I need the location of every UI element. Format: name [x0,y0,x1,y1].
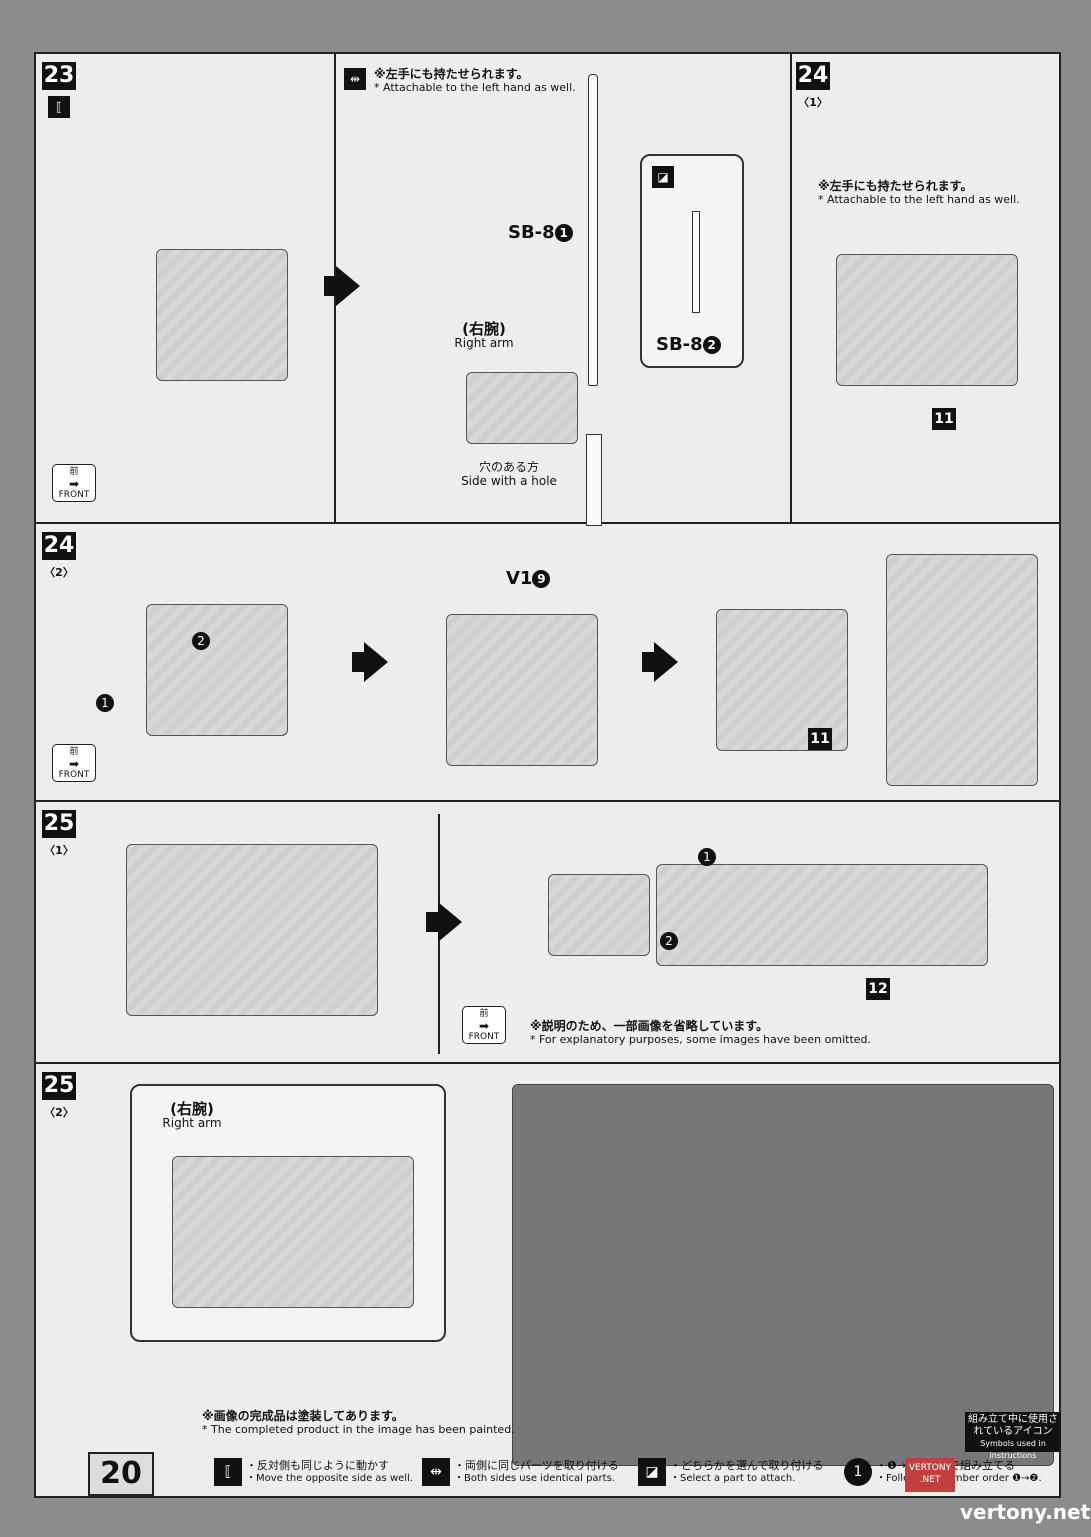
right-arm-label: (右腕) Right arm [454,320,514,351]
head-illustration [548,874,650,956]
next-arrow-icon [336,266,360,306]
front-arrow-icon: ➡ [68,477,80,491]
shoulder-removal-illustration [146,604,288,736]
alt-blade-icon [692,211,700,313]
legend-opposite-side: ⟦ ・反対側も同じように動かす ・Move the opposite side … [214,1452,413,1492]
order-number: 1 [96,694,114,712]
gundam-upper-body-illustration [126,844,378,1016]
gundam-shoulder-illustration [156,249,288,381]
step-25-1-panel [36,802,1059,1064]
launcher-hand-illustration [172,1156,414,1308]
part-number-badge: 12 [866,978,890,1000]
order-icon: 1 [844,1458,872,1486]
next-arrow-stem [324,276,336,296]
substep-label: 〈1〉 [798,96,828,109]
next-arrow-icon [364,642,388,682]
right-arm-callout: (右腕) Right arm [130,1084,446,1342]
substep-label: 〈1〉 [44,844,74,857]
substep-label: 〈2〉 [44,1106,74,1119]
gn-launcher-illustration [656,864,988,966]
front-arrow-icon: ➡ [478,1019,490,1033]
gundam-torso-illustration [886,554,1038,786]
part-number-badge: 11 [808,728,832,750]
next-arrow-icon [654,642,678,682]
beam-rifle-hand-illustration [836,254,1018,386]
next-arrow-icon [438,902,462,942]
both-sides-icon: ⇹ [422,1458,450,1486]
opposite-side-icon: ⟦ [48,96,70,118]
front-indicator: 前 ➡ FRONT [52,744,96,782]
manual-page: 23 ⟦ 前 ➡ FRONT ⇹ ※左手にも持たせられます。 * Attacha… [34,52,1061,1498]
front-indicator: 前 ➡ FRONT [52,464,96,502]
part-number-badge: 11 [932,408,956,430]
shoulder-attach-illustration [446,614,598,766]
watermark-badge: VERTONY .NET [905,1458,955,1492]
divider [790,54,792,524]
order-number: 2 [660,932,678,950]
watermark-text: vertony.net [960,1500,1091,1524]
painted-note: ※画像の完成品は塗装してあります。 * The completed produc… [202,1409,515,1437]
step-number: 25 [42,1072,76,1100]
next-arrow-stem [642,652,654,672]
order-number: 2 [192,632,210,650]
legend-both-sides: ⇹ ・両側に同じパーツを取り付ける ・Both sides use identi… [422,1452,619,1492]
front-arrow-icon: ➡ [68,757,80,771]
rifle-mount-illustration [716,609,848,751]
symbols-legend-title: 組み立て中に使用されているアイコン Symbols used in instru… [965,1412,1061,1460]
step-number: 24 [42,532,76,560]
step-23-panel [36,54,1059,524]
substep-label: 〈2〉 [44,566,74,579]
right-hand-illustration [466,372,578,444]
step-number: 24 [796,62,830,90]
omitted-images-note: ※説明のため、一部画像を省略しています。 * For explanatory p… [530,1019,872,1047]
right-arm-label: (右腕) Right arm [162,1100,222,1131]
beam-saber-blade [588,74,598,386]
step-number: 23 [42,62,76,90]
opposite-side-icon: ⟦ [214,1458,242,1486]
select-part-icon: ◪ [638,1458,666,1486]
left-hand-note: ※左手にも持たせられます。 * Attachable to the left h… [818,179,1020,207]
step-24-2-panel [36,524,1059,802]
left-hand-note: ※左手にも持たせられます。 * Attachable to the left h… [374,67,576,95]
completed-model-photo [512,1084,1054,1466]
legend-select-part: ◪ ・どちらかを選んで取り付ける ・Select a part to attac… [638,1452,823,1492]
step-number: 25 [42,810,76,838]
order-number: 1 [698,848,716,866]
both-sides-icon: ⇹ [344,68,366,90]
next-arrow-stem [352,652,364,672]
next-arrow-stem [426,912,438,932]
select-part-icon: ◪ [652,166,674,188]
front-indicator: 前 ➡ FRONT [462,1006,506,1044]
hole-side-label: 穴のある方 Side with a hole [461,460,557,488]
page-number: 20 [88,1452,154,1496]
beam-saber-hilt [586,434,602,526]
